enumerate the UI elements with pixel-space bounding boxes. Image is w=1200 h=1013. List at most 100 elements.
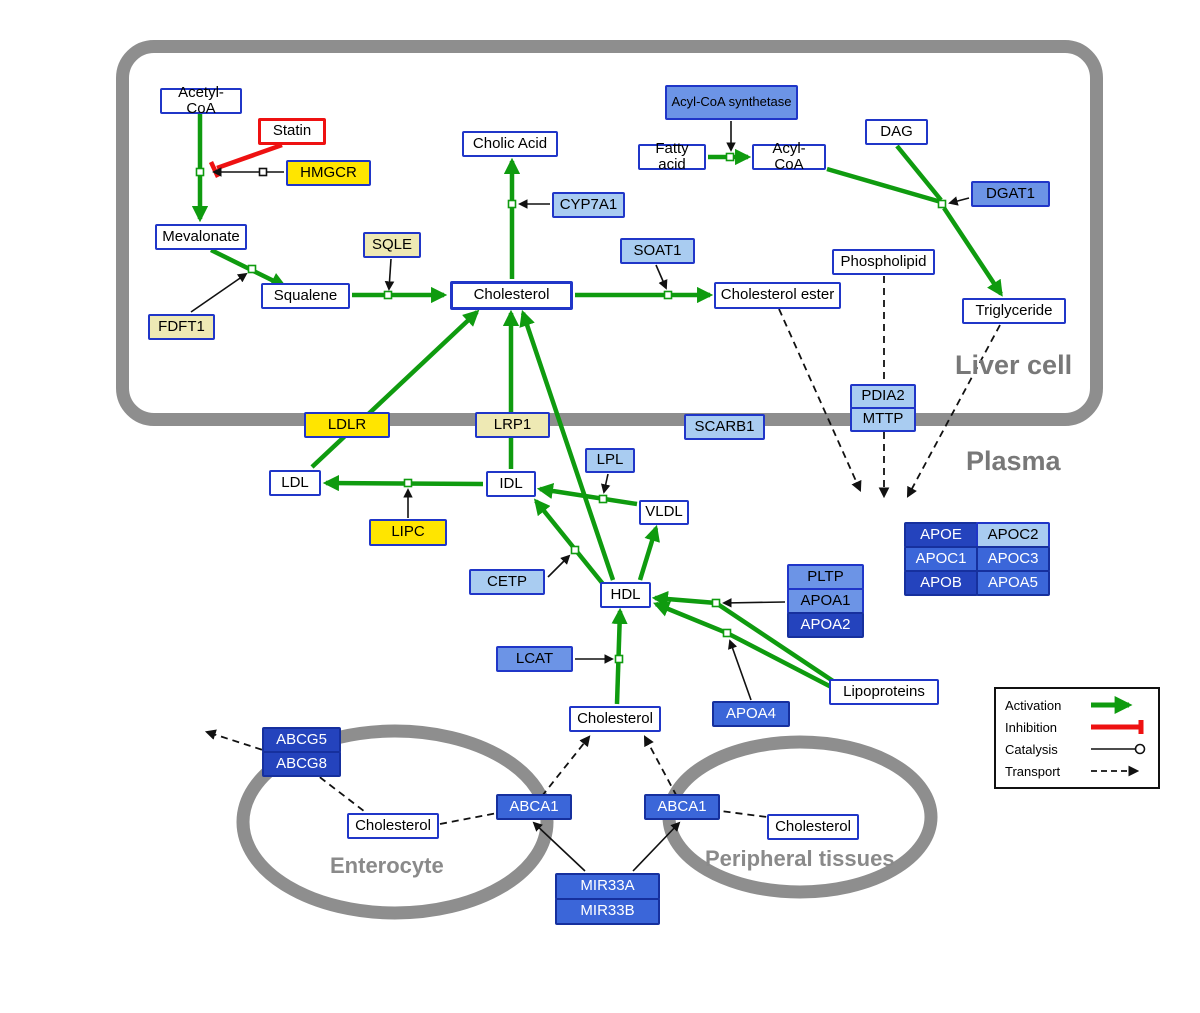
reaction-node [614,654,624,664]
legend-row-inhibition: Inhibition [1005,718,1149,736]
node-ldlr[interactable]: LDLR [304,412,390,438]
node-mevalonate[interactable]: Mevalonate [155,224,247,250]
node-sqle[interactable]: SQLE [363,232,421,258]
edge-mir33-abca1-right [632,821,681,872]
liver-cell-label: Liver cell [955,350,1073,380]
node-ldl[interactable]: LDL [269,470,321,496]
reaction-node [725,152,735,162]
edge-hdl-cholesterol [519,309,616,581]
node-acetyl-coa[interactable]: Acetyl-CoA [160,84,242,117]
legend-row-transport: Transport [1005,762,1149,780]
node-idl[interactable]: IDL [486,471,536,497]
edge-ldl-cholesterol [310,309,480,469]
legend-row-activation: Activation [1005,696,1149,714]
edge-dgat1-catalysis [948,196,970,206]
node-cholic-acid[interactable]: Cholic Acid [462,131,558,157]
reaction-node [937,199,947,209]
node-cholesterol-liver[interactable]: Cholesterol [450,281,573,310]
node-pdia2[interactable]: PDIA2 [850,384,916,409]
reaction-node [598,494,608,504]
node-cholesterol-plasma[interactable]: Cholesterol [569,706,661,732]
legend-row-catalysis: Catalysis [1005,740,1149,758]
node-mttp[interactable]: MTTP [850,407,916,432]
node-cetp[interactable]: CETP [469,569,545,595]
edge-sqle-catalysis [384,258,395,291]
edge-hdl-vldl [637,524,660,581]
catalysis-circle-icon [1091,743,1146,755]
edge-fdft1-catalysis [190,272,248,313]
node-cyp7a1[interactable]: CYP7A1 [552,192,625,218]
node-lipc[interactable]: LIPC [369,519,447,546]
node-apob[interactable]: APOB [904,570,978,596]
node-triglyceride[interactable]: Triglyceride [962,298,1066,324]
legend-inhibition-label: Inhibition [1005,719,1058,735]
edge-statin-inhibition [216,142,283,171]
node-abcg8[interactable]: ABCG8 [262,751,341,777]
node-fdft1[interactable]: FDFT1 [148,314,215,340]
node-squalene[interactable]: Squalene [261,283,350,309]
edge-apoa-catalysis [722,598,786,608]
node-cholesterol-peripheral[interactable]: Cholesterol [767,814,859,840]
enterocyte-label: Enterocyte [330,853,444,878]
node-scarb1[interactable]: SCARB1 [684,414,765,440]
legend-transport-label: Transport [1005,763,1061,779]
node-hdl[interactable]: HDL [600,582,651,608]
node-pltp[interactable]: PLTP [787,564,864,590]
node-cholesterol-ester[interactable]: Cholesterol ester [714,282,841,309]
edge-cetp-catalysis [547,554,571,578]
node-lpl[interactable]: LPL [585,448,635,473]
edge-triglyceride-transport [906,324,1001,498]
node-fatty-acid[interactable]: Fatty acid [638,140,706,173]
node-apoe[interactable]: APOE [904,522,978,548]
legend-catalysis-label: Catalysis [1005,741,1058,757]
edge-dag-dgat1node [895,144,943,202]
reaction-node [711,598,721,608]
node-apoa4[interactable]: APOA4 [712,701,790,727]
reaction-node [570,545,580,555]
reaction-node [507,199,517,209]
node-dgat1[interactable]: DGAT1 [971,181,1050,207]
reaction-node [383,290,393,300]
reaction-node [722,628,732,638]
edge-dgat1node-triglyceride [942,206,1003,297]
node-apoc3[interactable]: APOC3 [976,546,1050,572]
edge-mir33-abca1-left [532,821,586,872]
node-acyl-coa[interactable]: Acyl-CoA [752,140,826,173]
node-lrp1[interactable]: LRP1 [475,412,550,438]
legend-activation-label: Activation [1005,697,1062,713]
transport-arrow-icon [1091,765,1140,777]
edge-lpl-catalysis [600,473,611,494]
node-dag[interactable]: DAG [865,119,928,145]
node-statin[interactable]: Statin [258,118,326,145]
reaction-node [195,167,205,177]
node-apoa2[interactable]: APOA2 [787,612,864,638]
edge-cholesterolester-transport [778,308,862,492]
node-hmgcr[interactable]: HMGCR [286,160,371,186]
catalysis-junction [258,167,268,177]
node-lipoproteins[interactable]: Lipoproteins [829,679,939,705]
node-apoa1[interactable]: APOA1 [787,588,864,614]
edge-soat1-catalysis [655,264,668,290]
node-apoc2[interactable]: APOC2 [976,522,1050,548]
node-apoa5[interactable]: APOA5 [976,570,1050,596]
inhibition-bar-icon [1091,720,1144,734]
node-apoc1[interactable]: APOC1 [904,546,978,572]
node-phospholipid[interactable]: Phospholipid [832,249,935,275]
node-mir33b[interactable]: MIR33B [555,898,660,925]
statin-inhibition-bar [208,161,221,178]
edge-enterocyte-abcg-efflux [204,729,374,819]
node-abca1-left[interactable]: ABCA1 [496,794,572,820]
node-vldl[interactable]: VLDL [639,500,689,525]
liver-cell-membrane [116,40,1103,426]
node-mir33a[interactable]: MIR33A [555,873,660,900]
node-acyl-coa-synthetase[interactable]: Acyl-CoA synthetase [665,85,798,120]
node-soat1[interactable]: SOAT1 [620,238,695,264]
node-cholesterol-enterocyte[interactable]: Cholesterol [347,813,439,839]
node-abcg5[interactable]: ABCG5 [262,727,341,753]
node-abca1-right[interactable]: ABCA1 [644,794,720,820]
activation-arrow-icon [1091,696,1133,714]
reaction-node [403,478,413,488]
node-lcat[interactable]: LCAT [496,646,573,672]
reaction-node [663,290,673,300]
